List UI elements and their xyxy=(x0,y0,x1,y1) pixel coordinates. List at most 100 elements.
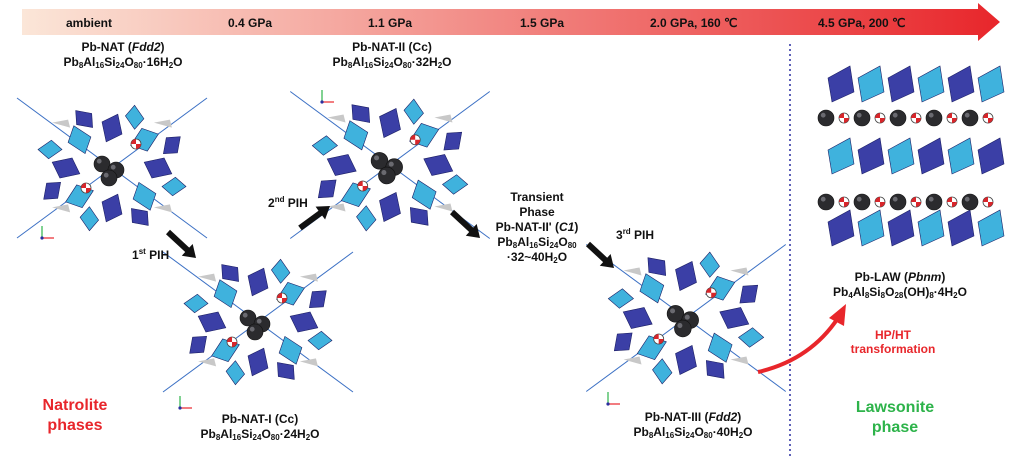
lead-atom-highlight xyxy=(96,158,102,164)
lead-atom-highlight xyxy=(388,161,394,167)
tetrahedron xyxy=(311,135,338,156)
tetrahedron xyxy=(277,362,295,380)
axis-c xyxy=(178,406,182,410)
water-oxygen xyxy=(839,197,844,202)
phase-formula: Pb8Al16Si24O80·32H2O xyxy=(332,55,452,70)
category-lawsonite-1: Lawsonite xyxy=(855,399,935,416)
water-oxygen xyxy=(952,118,957,123)
rotation-shadow xyxy=(299,358,318,367)
rotation-shadow xyxy=(198,273,217,282)
phase-formula-2: ·32~40H2O xyxy=(506,250,568,265)
lead-atom xyxy=(961,109,979,127)
lead-atom-highlight xyxy=(103,172,109,178)
octahedron xyxy=(827,137,855,175)
rotation-shadow xyxy=(327,203,346,212)
water-oxygen xyxy=(658,339,664,344)
octahedron xyxy=(857,137,885,175)
natrolite-framework xyxy=(585,244,787,392)
tetrahedron xyxy=(125,104,145,130)
tetrahedron xyxy=(37,139,63,160)
tetrahedron xyxy=(675,261,697,291)
tetrahedron xyxy=(79,206,99,232)
tetrahedron xyxy=(143,157,173,179)
lead-atom-highlight xyxy=(928,112,934,118)
water-oxygen xyxy=(947,197,952,202)
phase-formula: Pb8Al16Si24O80 xyxy=(497,235,577,250)
hpht-arrow xyxy=(757,316,840,374)
water-oxygen xyxy=(844,118,849,123)
rotation-shadow xyxy=(299,273,318,282)
water-oxygen xyxy=(875,113,880,118)
axis-c xyxy=(320,100,324,104)
octahedron xyxy=(947,137,975,175)
rotation-shadow xyxy=(730,356,749,365)
lead-atom-highlight xyxy=(964,112,970,118)
category-lawsonite-2: phase xyxy=(871,419,919,436)
octahedron xyxy=(857,209,885,247)
tetrahedron xyxy=(271,258,291,284)
water-oxygen xyxy=(988,118,993,123)
tetrahedron xyxy=(707,332,733,363)
lead-atom-highlight xyxy=(892,112,898,118)
lead-atom xyxy=(666,305,685,323)
pressure-label-0-4: 0.4 GPa xyxy=(228,16,273,30)
phase-pb-nat-i: Pb-NAT-I (Cc) Pb8Al16Si24O80·24H2O xyxy=(170,412,350,442)
water-oxygen xyxy=(81,183,86,188)
water-oxygen xyxy=(357,181,363,186)
lead-atom-highlight xyxy=(677,323,683,329)
transient-title-2: Phase xyxy=(519,205,555,219)
tetrahedron xyxy=(675,345,697,375)
rotation-shadow xyxy=(198,358,217,367)
tetrahedron xyxy=(43,181,61,200)
lead-atom xyxy=(817,109,835,127)
category-natrolite-1: Natrolite xyxy=(42,397,108,414)
water-oxygen xyxy=(880,118,885,123)
tetrahedron xyxy=(343,120,369,151)
tetrahedron xyxy=(739,284,759,304)
lead-atom-highlight xyxy=(856,112,862,118)
tetrahedron xyxy=(622,307,653,329)
tetrahedron xyxy=(289,311,319,333)
phase-pb-nat: Pb-NAT (Fdd2) Pb8Al16Si24O80·16H2O xyxy=(38,40,208,70)
lead-atom xyxy=(93,155,111,173)
rotation-shadow xyxy=(52,119,71,128)
rotation-shadow xyxy=(730,267,749,276)
lead-atom xyxy=(925,193,943,211)
tetrahedron xyxy=(379,192,401,222)
tetrahedron xyxy=(442,174,469,195)
tetrahedron xyxy=(607,288,634,309)
phase-name: Pb-NAT-I (Cc) xyxy=(221,412,299,426)
rotation-shadow xyxy=(153,204,172,213)
lead-atom-highlight xyxy=(820,196,826,202)
octahedron xyxy=(947,65,975,103)
phase-formula: Pb8Al16Si24O80·24H2O xyxy=(200,427,320,442)
tetrahedron xyxy=(326,154,357,176)
tetrahedron xyxy=(613,332,633,352)
category-natrolite: Natrolite phases xyxy=(20,396,130,436)
water-oxygen xyxy=(875,197,880,202)
water-oxygen xyxy=(947,113,952,118)
lead-atom xyxy=(674,319,692,338)
octahedron xyxy=(977,209,1005,247)
octahedron xyxy=(827,209,855,247)
tetrahedron xyxy=(161,176,187,197)
lead-atom-highlight xyxy=(928,196,934,202)
octahedron xyxy=(977,137,1005,175)
water-oxygen xyxy=(415,139,421,145)
lead-atom-highlight xyxy=(381,170,387,176)
phase-transient: Transient Phase Pb-NAT-II' (C1) Pb8Al16S… xyxy=(482,190,592,265)
pressure-gradient-arrow xyxy=(22,3,1000,41)
lead-atom-highlight xyxy=(856,196,862,202)
rotation-shadow xyxy=(434,203,453,212)
water-oxygen xyxy=(952,202,957,207)
water-oxygen xyxy=(282,298,287,303)
water-oxygen xyxy=(706,287,712,293)
tetrahedron xyxy=(443,131,463,151)
water-oxygen xyxy=(711,292,717,298)
phase-pb-nat-iii: Pb-NAT-III (Fdd2) Pb8Al16Si24O80·40H2O xyxy=(598,410,788,440)
octahedron xyxy=(947,209,975,247)
water-oxygen xyxy=(988,202,993,207)
pressure-label-1-1: 1.1 GPa xyxy=(368,16,413,30)
lead-atom-highlight xyxy=(964,196,970,202)
